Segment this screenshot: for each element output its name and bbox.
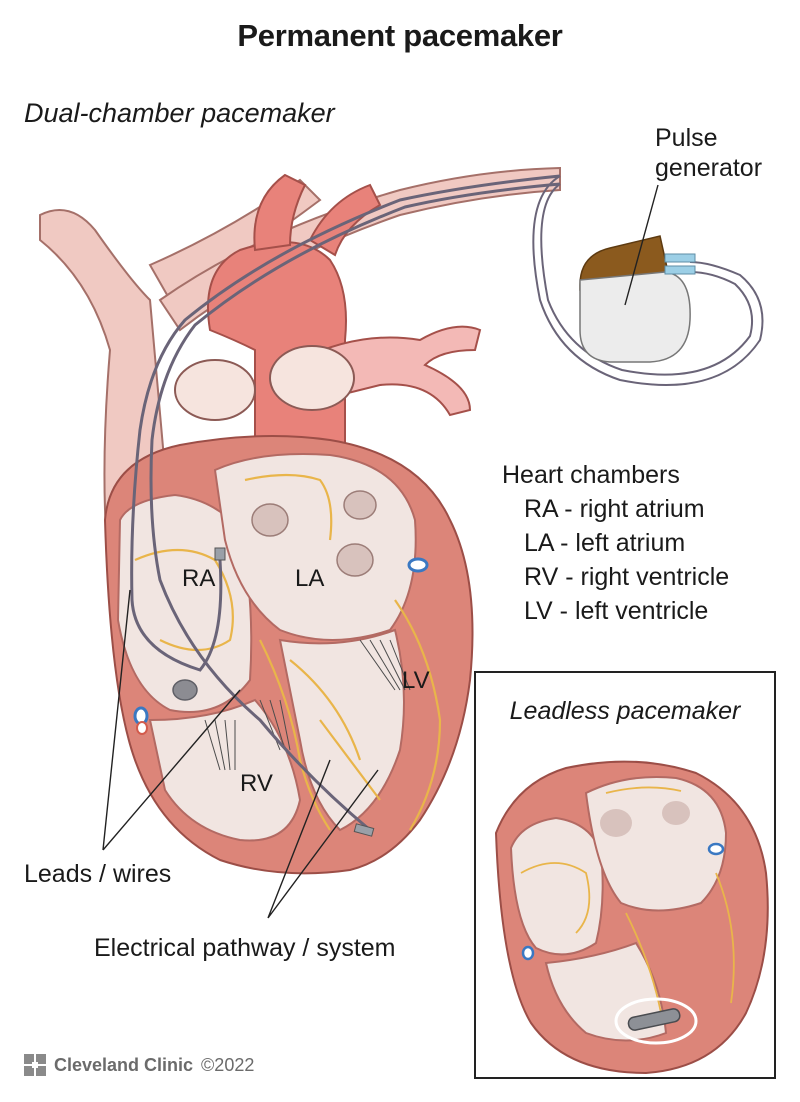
diagram-subtitle: Dual-chamber pacemaker <box>24 98 335 128</box>
cleveland-clinic-logo-icon <box>24 1054 46 1076</box>
legend-item-ra: RA - right atrium <box>524 495 705 523</box>
leadless-inset: Leadless pacemaker <box>474 671 776 1079</box>
aorta-branch-1 <box>253 173 307 252</box>
legend-item-lv: LV - left ventricle <box>524 597 709 625</box>
label-ra: RA <box>182 565 216 592</box>
label-lv: LV <box>402 667 430 694</box>
chamber-legend: Heart chambers RA - right atrium LA - le… <box>502 458 729 628</box>
pulse-generator <box>579 235 696 363</box>
pacemaker-leads <box>130 174 561 832</box>
generator-wires <box>532 175 764 386</box>
leadless-device-highlight <box>614 997 698 1045</box>
pulmonary-valve-ring <box>269 345 355 411</box>
inset-title: Leadless pacemaker <box>509 697 741 725</box>
label-rv: RV <box>240 770 273 797</box>
copyright: ©2022 <box>201 1054 255 1075</box>
brand-name: Cleveland Clinic <box>54 1054 194 1075</box>
leadless-heart-illustration <box>494 760 769 1075</box>
rv-chamber <box>148 698 302 842</box>
footer: Cleveland Clinic ©2022 <box>24 1054 254 1076</box>
page-title: Permanent pacemaker <box>237 18 563 53</box>
leadless-device <box>627 1008 681 1031</box>
leads-label: Leads / wires <box>24 860 172 888</box>
aortic-valve-ring <box>174 359 256 421</box>
label-la: LA <box>295 565 325 592</box>
pulse-label: Pulse <box>655 124 718 152</box>
chordae <box>204 639 411 771</box>
legend-heading: Heart chambers <box>502 461 680 489</box>
legend-item-rv: RV - right ventricle <box>524 563 730 591</box>
aorta <box>207 241 347 471</box>
aorta-branch-2 <box>308 183 382 257</box>
electrical-pathway <box>134 473 442 831</box>
pathway-label: Electrical pathway / system <box>94 934 396 962</box>
generator-label: generator <box>655 154 763 182</box>
legend-item-la: LA - left atrium <box>524 529 686 557</box>
